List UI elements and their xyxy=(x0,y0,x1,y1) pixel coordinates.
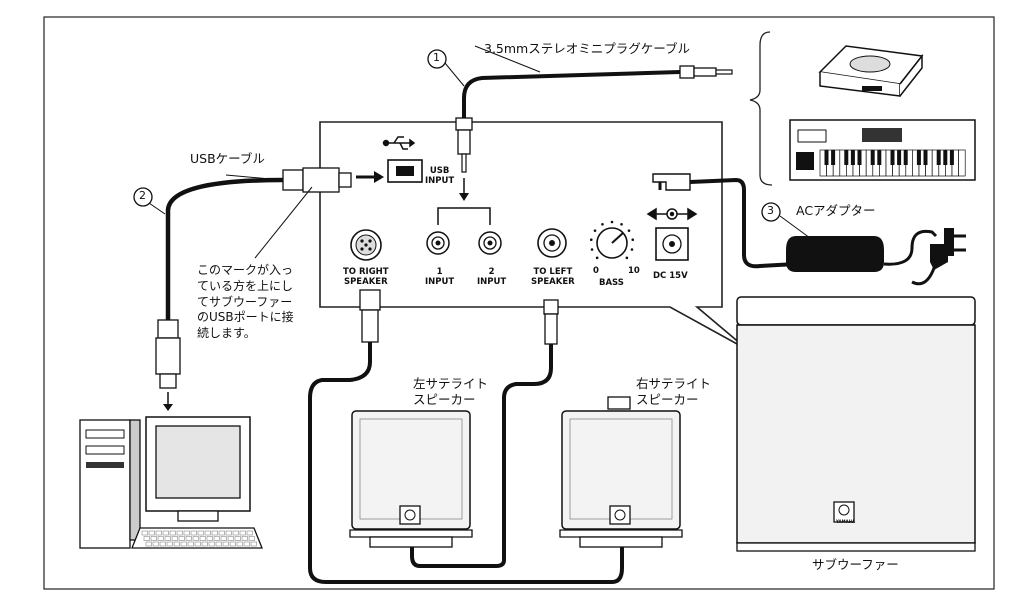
subwoofer-label: サブウーファー xyxy=(812,557,899,572)
dc-plug-icon xyxy=(652,173,797,269)
to-left-speaker-label: TO LEFT SPEAKER xyxy=(531,267,575,287)
bass-max-label: 10 xyxy=(628,266,640,276)
bass-label: BASS xyxy=(599,278,624,288)
bass-knob-icon xyxy=(589,220,635,260)
dc-label: DC 15V xyxy=(653,271,688,281)
input-1-jack-icon xyxy=(426,231,450,255)
dc-polarity-icon xyxy=(646,207,698,221)
left-satellite-label: 左サテライト スピーカー xyxy=(413,376,489,407)
callout-circle-2 xyxy=(133,187,153,207)
left-satellite-speaker-icon xyxy=(349,410,473,548)
input-2-label: 2 INPUT xyxy=(477,267,507,287)
dc-jack-icon xyxy=(655,227,689,261)
mini-plug-cable-icon xyxy=(437,65,733,225)
bass-min-label: 0 xyxy=(593,266,599,276)
callout-circle-3 xyxy=(761,202,781,222)
usb-symbol-icon xyxy=(382,136,416,150)
callout-number-1: 1 xyxy=(433,51,440,64)
ac-adapter-label: ACアダプター xyxy=(796,203,876,218)
subwoofer-badge: YAMAHA xyxy=(836,519,856,524)
callout-circle-1 xyxy=(427,49,447,69)
computer-icon xyxy=(79,416,263,549)
usb-orientation-note: このマークが入っ ている方を上にし てサブウーファー のUSBポートに接 続しま… xyxy=(197,263,294,341)
subwoofer-icon xyxy=(736,296,976,552)
keyboard-synth-icon xyxy=(789,119,976,181)
right-speaker-cable-icon xyxy=(308,289,624,584)
usb-input-label: USB INPUT xyxy=(425,166,455,186)
input-1-label: 1 INPUT xyxy=(425,267,455,287)
callout-number-3: 3 xyxy=(767,204,774,217)
to-left-speaker-jack-icon xyxy=(537,228,567,258)
to-right-speaker-label: TO RIGHT SPEAKER xyxy=(343,267,389,287)
portable-player-icon xyxy=(818,45,924,97)
usb-cable-label: USBケーブル xyxy=(190,151,265,166)
usb-cable-icon xyxy=(155,167,352,411)
device-brace xyxy=(749,31,773,186)
right-satellite-speaker-icon xyxy=(559,396,683,548)
outer-frame xyxy=(43,16,995,590)
ac-adapter-icon xyxy=(786,228,966,286)
input-2-jack-icon xyxy=(478,231,502,255)
right-satellite-label: 右サテライト スピーカー xyxy=(636,376,712,407)
callout-number-2: 2 xyxy=(139,189,146,202)
mini-plug-cable-label: 3.5mmステレオミニプラグケーブル xyxy=(484,41,690,56)
to-right-speaker-port-icon xyxy=(350,229,382,261)
left-speaker-cable-icon xyxy=(410,299,559,568)
